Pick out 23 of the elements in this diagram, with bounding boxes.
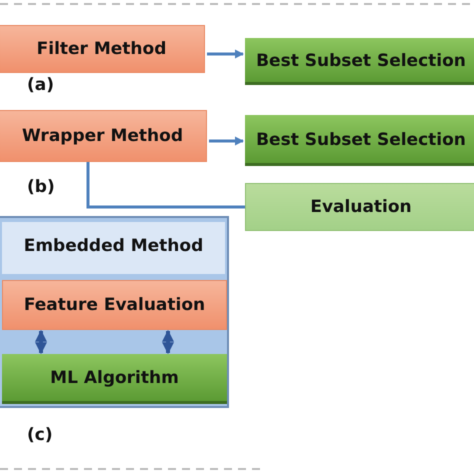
process-box [245,183,474,231]
connector-arrow [207,50,244,58]
panel-label: (c) [27,425,53,445]
panel-label: (a) [27,75,54,95]
node-label: Evaluation [309,196,413,218]
process-box [2,354,227,404]
panel-label: (b) [27,177,55,197]
connector-arrow [35,330,47,354]
node-title: Embedded Method [22,236,204,256]
node-label: Filter Method [36,38,168,60]
node-label: ML Algorithm [49,367,180,389]
process-box [0,110,207,162]
node-label: Best Subset Selection [255,50,467,72]
connector-arrow [209,136,244,146]
node-label: Wrapper Method [20,125,184,147]
process-box [0,25,205,73]
process-box [2,280,227,330]
node-label: Feature Evaluation [22,294,206,316]
connector-arrow [162,330,174,354]
node-label: Best Subset Selection [255,128,467,150]
process-box [245,115,474,166]
method-panel [0,216,229,408]
process-box [245,38,474,85]
